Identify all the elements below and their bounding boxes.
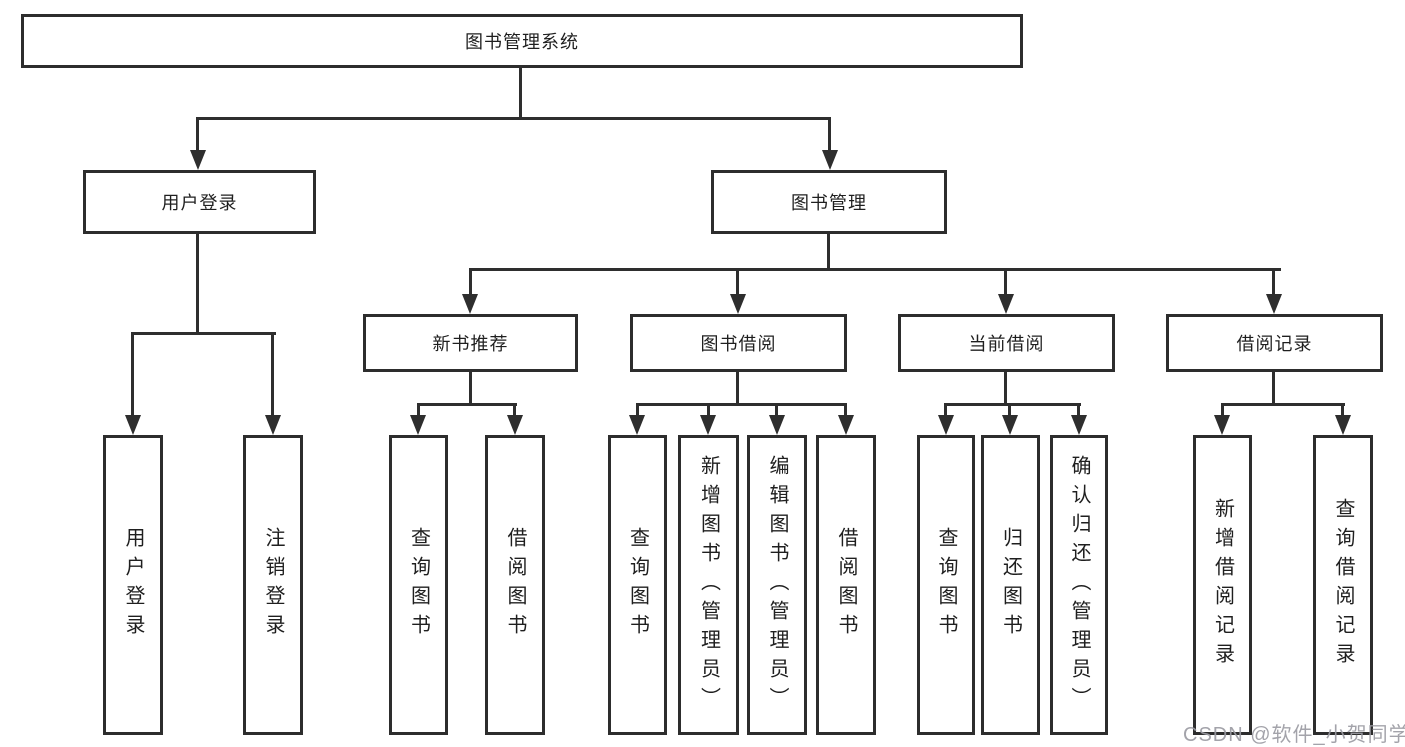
connector-drop-module (736, 268, 739, 296)
connector-drop-leaf (513, 403, 516, 417)
arrow-down-icon (700, 415, 716, 435)
node-label: 新书推荐 (432, 334, 509, 354)
arrow-down-icon (507, 415, 523, 435)
node-user-login: 用户登录 (83, 170, 316, 234)
leaf-query-borrow-record: 查询借阅记录 (1313, 435, 1373, 735)
node-library-management-system: 图书管理系统 (21, 14, 1023, 68)
connector-drop-module (1004, 268, 1007, 296)
arrow-down-icon (1335, 415, 1351, 435)
connector-drop-leaf (1077, 403, 1080, 417)
connector-drop-module (469, 268, 472, 296)
connector-user-login-branch (131, 332, 276, 335)
node-borrowing-records: 借阅记录 (1166, 314, 1383, 372)
connector-module-branch (1221, 403, 1345, 406)
connector-drop-leaf (636, 403, 639, 417)
leaf-return-books: 归还图书 (981, 435, 1040, 735)
node-book-borrowing: 图书借阅 (630, 314, 847, 372)
connector-drop-leaf (775, 403, 778, 417)
connector-drop-user-login (196, 117, 199, 151)
node-current-borrowing: 当前借阅 (898, 314, 1115, 372)
connector-drop-leaf (1008, 403, 1011, 417)
leaf-logout: 注销登录 (243, 435, 303, 735)
arrow-down-icon (838, 415, 854, 435)
connector-module-stem (1004, 372, 1007, 405)
node-label: 用户登录 (161, 193, 238, 213)
leaf-add-borrow-record: 新增借阅记录 (1193, 435, 1252, 735)
leaf-query-books-borrowing: 查询图书 (608, 435, 667, 735)
connector-user-login-stem (196, 234, 199, 334)
connector-drop-leaf (844, 403, 847, 417)
connector-drop-leaf (271, 332, 274, 415)
connector-drop-leaf (417, 403, 420, 417)
node-label: 借阅记录 (1236, 334, 1313, 354)
arrow-down-icon (769, 415, 785, 435)
connector-drop-leaf (1341, 403, 1344, 417)
connector-root-stem (519, 68, 522, 119)
node-book-management: 图书管理 (711, 170, 947, 234)
node-label: 当前借阅 (968, 334, 1045, 354)
connector-module-branch (636, 403, 847, 406)
connector-module-stem (469, 372, 472, 405)
leaf-confirm-return-admin: 确认归还（管理员） (1050, 435, 1108, 735)
connector-book-management-branch (469, 268, 1281, 271)
node-new-book-recommendation: 新书推荐 (363, 314, 578, 372)
leaf-borrow-books-recommend: 借阅图书 (485, 435, 545, 735)
leaf-add-books-admin: 新增图书（管理员） (678, 435, 739, 735)
watermark: CSDN @软件_小贺同学 (1183, 724, 1405, 746)
arrow-down-icon (998, 294, 1014, 314)
arrow-down-icon (938, 415, 954, 435)
connector-drop-leaf (944, 403, 947, 417)
node-label: 图书管理 (791, 193, 867, 213)
connector-drop-leaf (707, 403, 710, 417)
arrow-down-icon (125, 415, 141, 435)
leaf-borrow-books-borrowing: 借阅图书 (816, 435, 876, 735)
connector-drop-book-management (828, 117, 831, 151)
leaf-edit-books-admin: 编辑图书（管理员） (747, 435, 807, 735)
leaf-query-books-recommend: 查询图书 (389, 435, 448, 735)
connector-module-stem (1272, 372, 1275, 405)
arrow-down-icon (1002, 415, 1018, 435)
arrow-down-icon (410, 415, 426, 435)
node-label: 图书借阅 (700, 334, 777, 354)
arrow-down-icon (822, 150, 838, 170)
arrow-down-icon (265, 415, 281, 435)
arrow-down-icon (190, 150, 206, 170)
arrow-down-icon (1214, 415, 1230, 435)
arrow-down-icon (1071, 415, 1087, 435)
connector-root-branch (196, 117, 831, 120)
connector-module-stem (736, 372, 739, 405)
leaf-user-login: 用户登录 (103, 435, 163, 735)
connector-drop-leaf (131, 332, 134, 415)
arrow-down-icon (730, 294, 746, 314)
leaf-query-books-current: 查询图书 (917, 435, 975, 735)
arrow-down-icon (462, 294, 478, 314)
connector-module-branch (417, 403, 517, 406)
node-label: 图书管理系统 (465, 32, 579, 52)
arrow-down-icon (629, 415, 645, 435)
connector-drop-module (1272, 268, 1275, 296)
connector-drop-leaf (1221, 403, 1224, 417)
connector-book-management-stem (827, 234, 830, 271)
connector-module-branch (944, 403, 1081, 406)
arrow-down-icon (1266, 294, 1282, 314)
